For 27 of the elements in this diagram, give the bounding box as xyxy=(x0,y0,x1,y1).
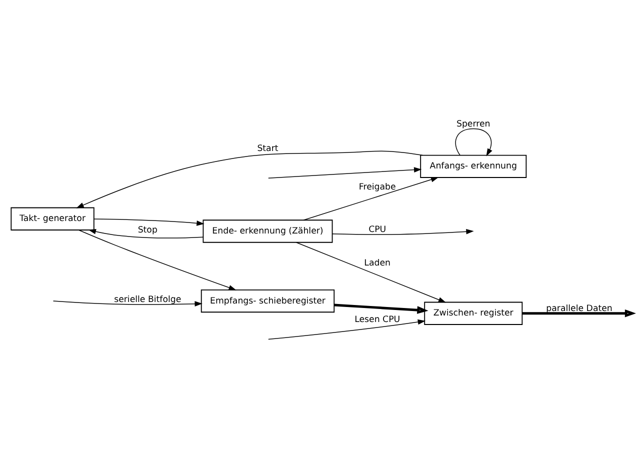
arrow xyxy=(303,177,439,220)
node-box: Takt- generator xyxy=(10,207,94,230)
arrow xyxy=(76,150,423,208)
node-box: Zwischen- register xyxy=(424,302,523,325)
edge-label: Sperren xyxy=(456,119,490,130)
arrow xyxy=(296,242,446,303)
node-box: Empfangs- schieberegister xyxy=(200,289,335,313)
arrow xyxy=(268,167,422,178)
edge-label: Laden xyxy=(364,258,391,268)
node-box: Ende- erkennung (Zähler) xyxy=(202,220,333,243)
node-box: Anfangs- erkennung xyxy=(420,154,527,178)
arrow xyxy=(268,319,426,340)
edge-label: Start xyxy=(257,144,278,154)
arrow xyxy=(88,228,204,238)
arrow xyxy=(334,304,428,314)
arrow xyxy=(455,128,492,156)
arrow xyxy=(94,218,204,226)
arrow xyxy=(78,230,236,290)
edge-label: Freigabe xyxy=(358,182,396,192)
edge-label: parallele Daten xyxy=(546,304,612,314)
arrow xyxy=(332,228,474,235)
edge-label: Stop xyxy=(138,226,158,236)
edge-label: serielle Bitfolge xyxy=(114,294,182,305)
arrow xyxy=(522,309,636,318)
edge-label: CPU xyxy=(368,224,386,235)
edge-label: Lesen CPU xyxy=(354,315,400,326)
arrow xyxy=(52,300,202,307)
